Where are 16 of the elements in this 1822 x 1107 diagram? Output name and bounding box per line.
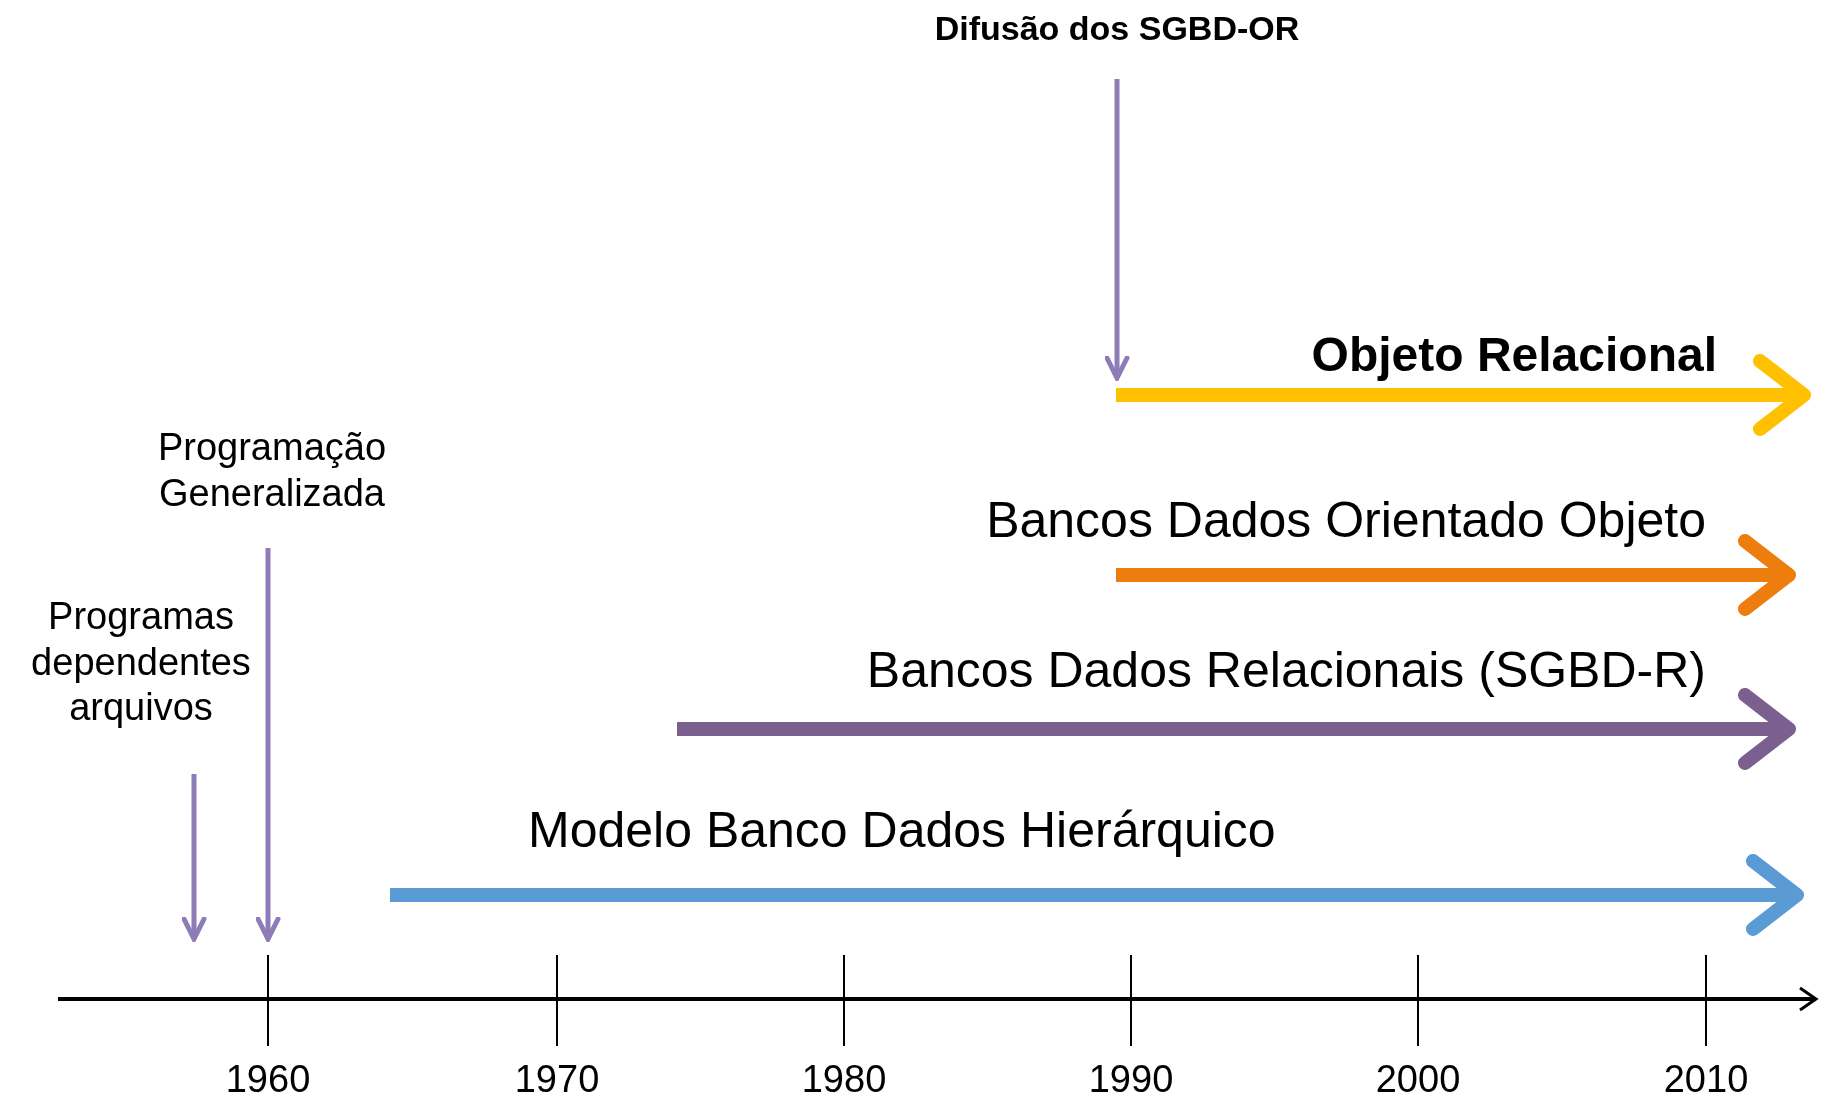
year-label: 1990 [1088,1058,1174,1101]
timeline-label: Objeto Relacional [1311,326,1717,384]
arrow [181,774,207,942]
arrow [1104,79,1130,381]
timeline-label: Bancos Dados Relacionais (SGBD-R) [866,640,1706,700]
timeline-label: Programas dependentes arquivos [1,594,281,731]
year-label: 1970 [514,1058,600,1101]
year-label: 1960 [225,1058,311,1101]
timeline-label: Modelo Banco Dados Hierárquico [528,800,1276,860]
timeline-label: Programação Generalizada [122,425,422,517]
timeline-label: Difusão dos SGBD-OR [934,8,1300,49]
arrow [255,548,281,942]
timeline-label: Bancos Dados Orientado Objeto [986,490,1706,550]
year-label: 1980 [801,1058,887,1101]
year-label: 2010 [1663,1058,1749,1101]
year-label: 2000 [1375,1058,1461,1101]
